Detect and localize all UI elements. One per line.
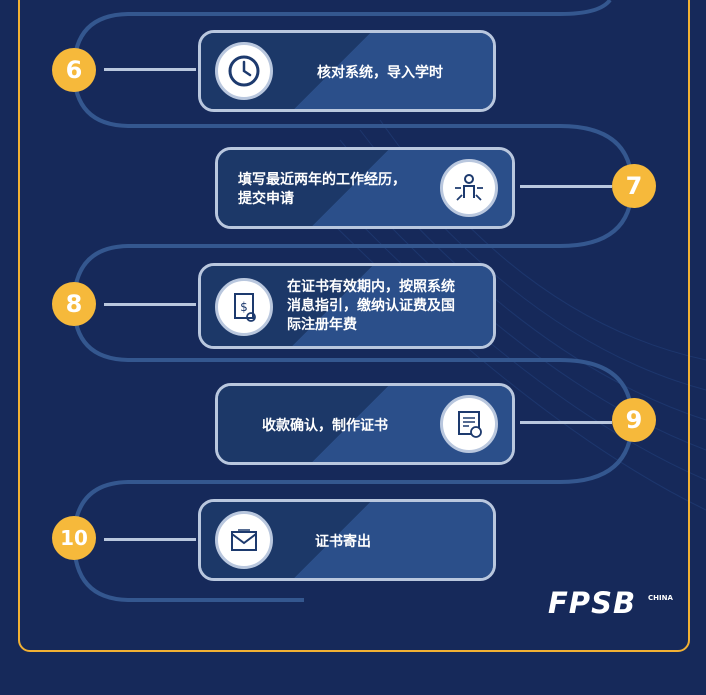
step-text-10: 证书寄出 [315, 534, 371, 550]
connector-9 [520, 421, 612, 424]
certificate-dollar-icon: $ [215, 278, 273, 336]
step-number-6: 6 [52, 48, 96, 92]
envelope-icon [215, 511, 273, 569]
page-frame [18, 0, 690, 652]
step-number-10: 10 [52, 516, 96, 560]
svg-text:$: $ [240, 300, 248, 314]
step-text-8: 在证书有效期内，按照系统 消息指引，缴纳认证费及国 际注册年费 [287, 279, 455, 333]
fpsb-logo: FPSB [548, 586, 637, 620]
person-arrows-icon [440, 159, 498, 217]
connector-7 [520, 185, 612, 188]
connector-6 [104, 68, 196, 71]
step-number-8: 8 [52, 282, 96, 326]
step-text-9: 收款确认，制作证书 [262, 418, 388, 434]
step-number-7: 7 [612, 164, 656, 208]
certificate-seal-icon [440, 395, 498, 453]
step-text-6: 核对系统，导入学时 [317, 65, 443, 81]
connector-8 [104, 303, 196, 306]
clock-icon [215, 42, 273, 100]
step-text-7: 填写最近两年的工作经历， 提交申请 [238, 172, 406, 207]
step-number-9: 9 [612, 398, 656, 442]
fpsb-logo-sub: CHINA [648, 594, 673, 602]
connector-10 [104, 538, 196, 541]
